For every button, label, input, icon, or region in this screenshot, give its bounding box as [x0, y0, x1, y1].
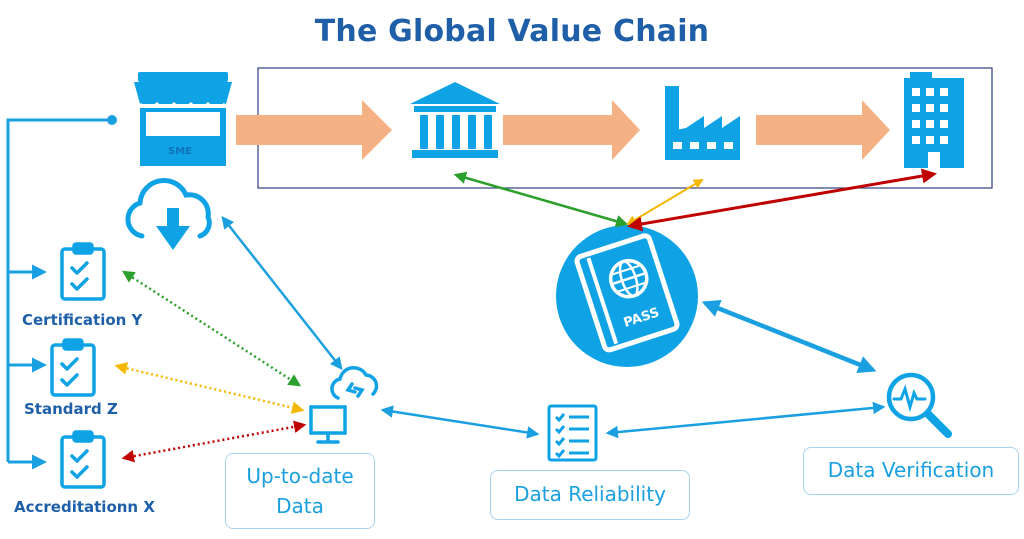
- data-verification-box: Data Verification: [803, 447, 1019, 495]
- accreditation-dotted-arrow: [121, 420, 307, 463]
- flow-arrow-3: [756, 100, 890, 160]
- flow-arrow-2: [503, 100, 640, 160]
- flow-arrow-1: [236, 100, 392, 160]
- yellow-link-arrow: [626, 178, 704, 226]
- cloud-sync-computer-icon: [309, 366, 379, 444]
- uptodate-line2: Data: [276, 494, 324, 518]
- diagram-title: The Global Value Chain: [314, 14, 710, 49]
- cloud-download-icon: [125, 177, 212, 250]
- data-reliability-box: Data Reliability: [490, 470, 690, 520]
- shop-icon: [134, 72, 232, 166]
- red-link-arrow: [627, 168, 937, 232]
- data-to-reliability-arrow: [380, 405, 540, 439]
- reliability-to-verification-arrow: [605, 401, 886, 439]
- passport-to-verification-arrow: [701, 299, 877, 374]
- certification-label: Certification Y: [22, 311, 143, 329]
- magnifier-pulse-icon: [886, 372, 952, 438]
- bank-icon: [410, 82, 500, 158]
- clipboard-check-icon: [50, 338, 96, 397]
- passport-icon: PASS: [556, 225, 698, 367]
- accreditation-label: Accreditationn X: [14, 498, 155, 516]
- cloud-to-data-arrow: [221, 216, 343, 370]
- standard-label: Standard Z: [24, 400, 118, 418]
- clipboard-check-icon: [60, 242, 106, 301]
- sme-label: SME: [168, 146, 192, 157]
- factory-icon: [665, 86, 740, 160]
- checklist-icon: [547, 404, 598, 462]
- left-connector: [6, 115, 117, 470]
- office-building-icon: [904, 72, 964, 168]
- standard-dotted-arrow: [114, 362, 305, 414]
- uptodate-line1: Up-to-date: [246, 464, 354, 488]
- certification-dotted-arrow: [121, 270, 302, 387]
- uptodate-data-box: Up-to-date Data: [225, 453, 375, 529]
- clipboard-check-icon: [60, 430, 106, 489]
- green-link-arrow: [453, 171, 629, 228]
